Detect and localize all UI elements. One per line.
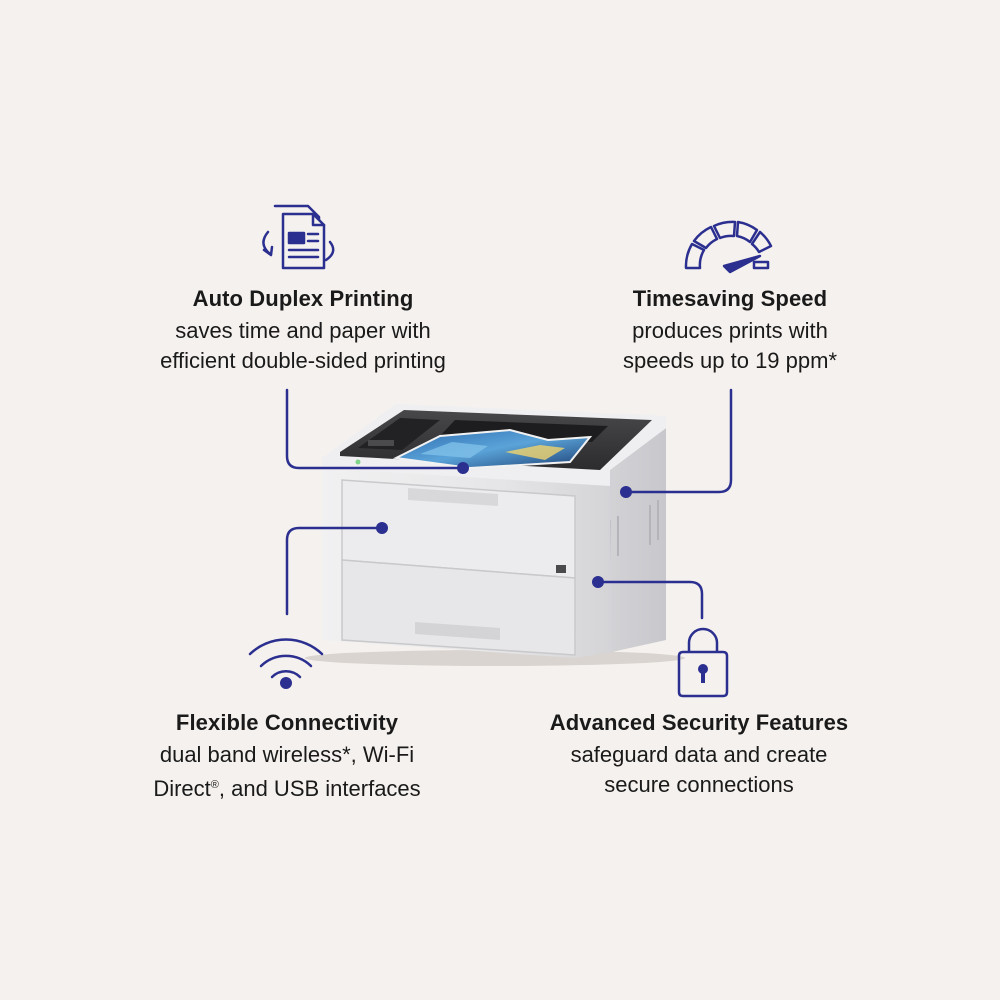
feature-description: saves time and paper with efficient doub… [103,316,503,376]
connector-speed [624,388,733,494]
printer-shadow [305,650,685,666]
description-line: efficient double-sided printing [160,348,446,373]
printer-level-window [556,565,566,573]
description-line: dual band wireless*, Wi-Fi [159,742,415,767]
feature-title: Timesaving Speed [632,286,828,311]
feature-description: produces prints with speeds up to 19 ppm… [530,316,930,376]
feature-advanced-security: Advanced Security Features safeguard dat… [499,710,899,800]
speedometer-icon [684,220,773,274]
connector-connectivity [285,526,384,616]
printer-door-handle [408,488,498,506]
feature-description: safeguard data and create secure connect… [499,740,899,800]
connector-dots [376,462,632,588]
printer-status-led [355,459,361,465]
wifi-icon [248,638,324,689]
dot-duplex [457,462,469,474]
connector-duplex [285,388,465,470]
registered-mark: ® [210,779,219,791]
description-line: produces prints with [632,318,828,343]
printer-image [305,404,685,666]
dot-speed [620,486,632,498]
description-text: Direct [153,776,211,801]
dot-security [592,576,604,588]
feature-title: Flexible Connectivity [175,710,399,735]
description-line: secure connections [604,772,794,797]
feature-timesaving-speed: Timesaving Speed produces prints with sp… [530,286,930,376]
printed-paper-graphic-2 [505,445,565,460]
duplex-document-icon [262,204,335,270]
printer-tray-handle [415,622,500,640]
feature-flexible-connectivity: Flexible Connectivity dual band wireless… [87,710,487,804]
feature-auto-duplex: Auto Duplex Printing saves time and pape… [103,286,503,376]
feature-title: Advanced Security Features [549,710,849,735]
connector-lines [285,388,733,620]
description-line: safeguard data and create [570,742,828,767]
connector-security [596,580,704,620]
description-text: , and USB interfaces [218,776,421,801]
description-line: speeds up to 19 ppm* [622,348,838,373]
printer-paper-tray [341,559,576,656]
description-line: saves time and paper with [175,318,431,343]
feature-description: dual band wireless*, Wi-Fi Direct®, and … [87,740,487,804]
printer-display [368,440,394,446]
feature-title: Auto Duplex Printing [192,286,414,311]
description-line: Direct®, and USB interfaces [87,770,487,804]
padlock-icon [677,627,729,698]
dot-connectivity [376,522,388,534]
printed-paper-graphic [420,442,488,458]
